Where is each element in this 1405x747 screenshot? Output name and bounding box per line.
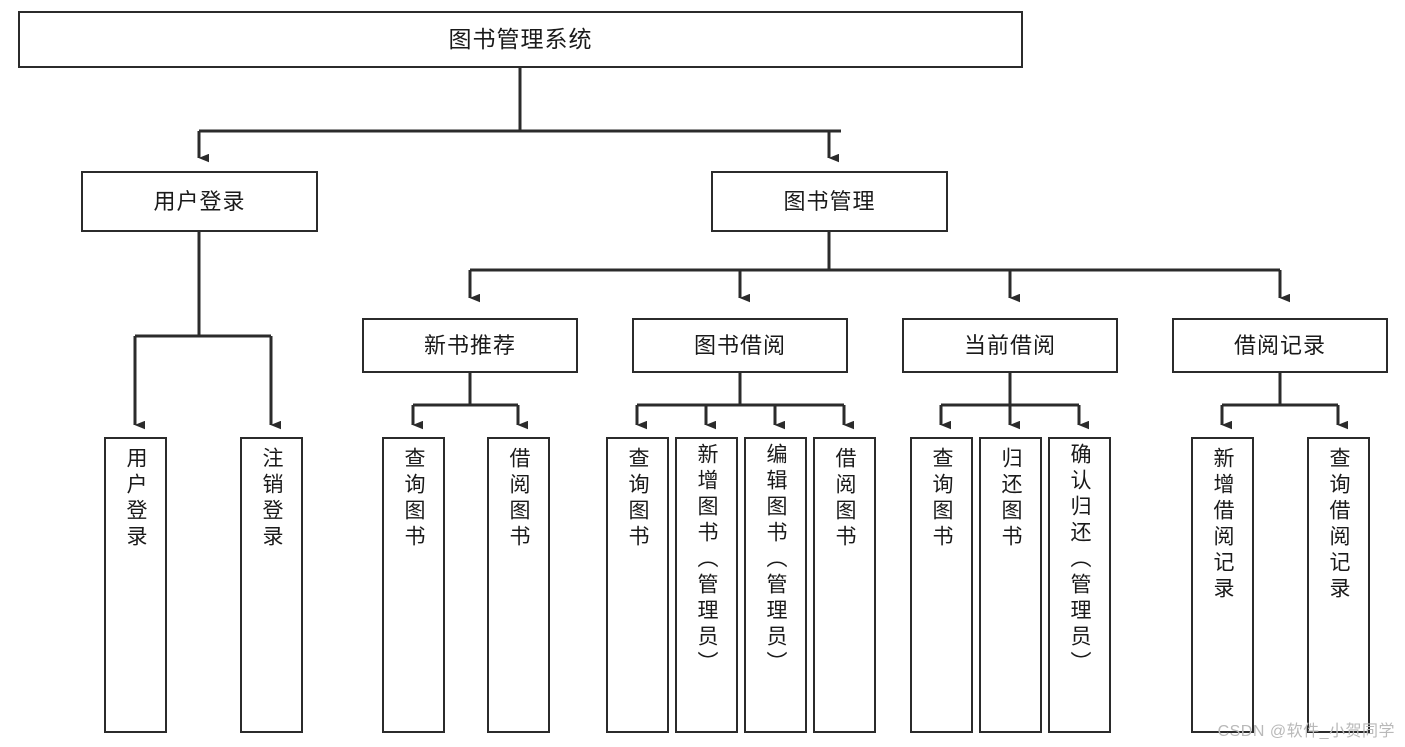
node-label: 新增图书（管理员） bbox=[695, 443, 718, 677]
node-label: 编辑图书（管理员） bbox=[764, 443, 787, 677]
node-current-borrowing[interactable]: 当前借阅 bbox=[902, 318, 1118, 373]
leaf-records-query-record[interactable]: 查询借阅记录 bbox=[1307, 437, 1370, 733]
node-label: 图书管理系统 bbox=[448, 25, 593, 52]
node-label: 归还图书 bbox=[999, 447, 1022, 551]
node-label: 查询借阅记录 bbox=[1327, 447, 1350, 603]
leaf-borrow-edit-book-admin[interactable]: 编辑图书（管理员） bbox=[744, 437, 807, 733]
leaf-borrow-add-book-admin[interactable]: 新增图书（管理员） bbox=[675, 437, 738, 733]
leaf-user-login-sign-in[interactable]: 用户登录 bbox=[104, 437, 167, 733]
leaf-current-query-books[interactable]: 查询图书 bbox=[910, 437, 973, 733]
watermark: CSDN @软件_小贺同学 bbox=[1217, 723, 1395, 740]
node-user-login[interactable]: 用户登录 bbox=[81, 171, 318, 232]
node-label: 注销登录 bbox=[260, 447, 283, 551]
node-label: 图书管理 bbox=[783, 188, 876, 214]
leaf-new-books-borrow-books[interactable]: 借阅图书 bbox=[487, 437, 550, 733]
node-label: 当前借阅 bbox=[963, 332, 1056, 358]
node-label: 确认归还（管理员） bbox=[1068, 443, 1091, 677]
node-borrowing-records[interactable]: 借阅记录 bbox=[1172, 318, 1388, 373]
leaf-new-books-query-books[interactable]: 查询图书 bbox=[382, 437, 445, 733]
node-label: 新书推荐 bbox=[423, 332, 516, 358]
leaf-current-confirm-return-admin[interactable]: 确认归还（管理员） bbox=[1048, 437, 1111, 733]
node-label: 借阅图书 bbox=[507, 447, 530, 551]
node-label: 新增借阅记录 bbox=[1211, 447, 1234, 603]
node-label: 查询图书 bbox=[626, 447, 649, 551]
node-label: 查询图书 bbox=[930, 447, 953, 551]
node-new-book-recommendation[interactable]: 新书推荐 bbox=[362, 318, 578, 373]
node-label: 借阅图书 bbox=[833, 447, 856, 551]
node-label: 用户登录 bbox=[153, 188, 246, 214]
leaf-current-return-books[interactable]: 归还图书 bbox=[979, 437, 1042, 733]
node-label: 查询图书 bbox=[402, 447, 425, 551]
node-book-borrowing[interactable]: 图书借阅 bbox=[632, 318, 848, 373]
node-label: 借阅记录 bbox=[1233, 332, 1326, 358]
node-root-book-management-system[interactable]: 图书管理系统 bbox=[18, 11, 1023, 68]
leaf-user-login-sign-out[interactable]: 注销登录 bbox=[240, 437, 303, 733]
leaf-borrow-query-books[interactable]: 查询图书 bbox=[606, 437, 669, 733]
leaf-borrow-borrow-books[interactable]: 借阅图书 bbox=[813, 437, 876, 733]
node-label: 图书借阅 bbox=[693, 332, 786, 358]
node-book-management[interactable]: 图书管理 bbox=[711, 171, 948, 232]
leaf-records-add-record[interactable]: 新增借阅记录 bbox=[1191, 437, 1254, 733]
node-label: 用户登录 bbox=[124, 447, 147, 551]
